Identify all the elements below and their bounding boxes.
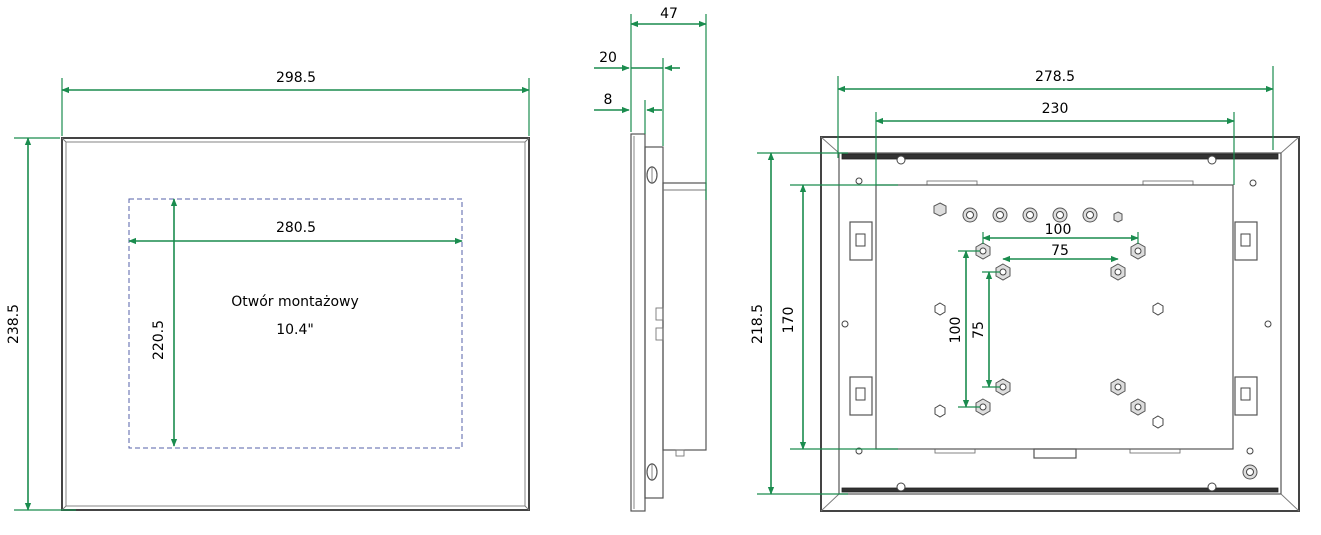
side-bezel: [630, 133, 646, 512]
front-panel-outer: [61, 137, 530, 511]
rear-outer-frame: [820, 136, 1300, 512]
rear-inner-height-label: 170: [781, 307, 797, 334]
rear-outer-height-label: 218.5: [750, 304, 766, 344]
vesa-large-v-label: 100: [948, 317, 964, 344]
vesa-small-v-label: 75: [971, 321, 987, 339]
front-view: 298.5 238.5 280.5 220.5 Otwór montażowy …: [6, 70, 530, 511]
side-housing: [662, 182, 707, 451]
vesa-large-h-label: 100: [1045, 222, 1072, 238]
rear-inner-frame: [838, 152, 1282, 495]
front-width-label: 298.5: [276, 70, 316, 86]
front-height-label: 238.5: [6, 304, 22, 344]
rear-inner-width-label: 230: [1042, 101, 1069, 117]
cutout-height-label: 220.5: [151, 320, 167, 360]
rear-outer-width-label: 278.5: [1035, 69, 1075, 85]
cutout-width-label: 280.5: [276, 220, 316, 236]
side-view: 47 20 8: [594, 6, 707, 512]
vesa-small-h-label: 75: [1051, 243, 1069, 259]
cutout-title: Otwór montażowy: [231, 294, 359, 310]
side-frame: [644, 146, 664, 499]
front-panel-inner: [65, 141, 526, 507]
side-depth-total-label: 47: [660, 6, 678, 22]
cutout-size: 10.4": [276, 322, 314, 338]
mounting-cutout: [128, 198, 463, 449]
side-depth-front-label: 20: [599, 50, 617, 66]
rear-view: 278.5 230 218.5 170 100 75 100 75: [750, 66, 1300, 512]
side-bezel-label: 8: [604, 92, 613, 108]
